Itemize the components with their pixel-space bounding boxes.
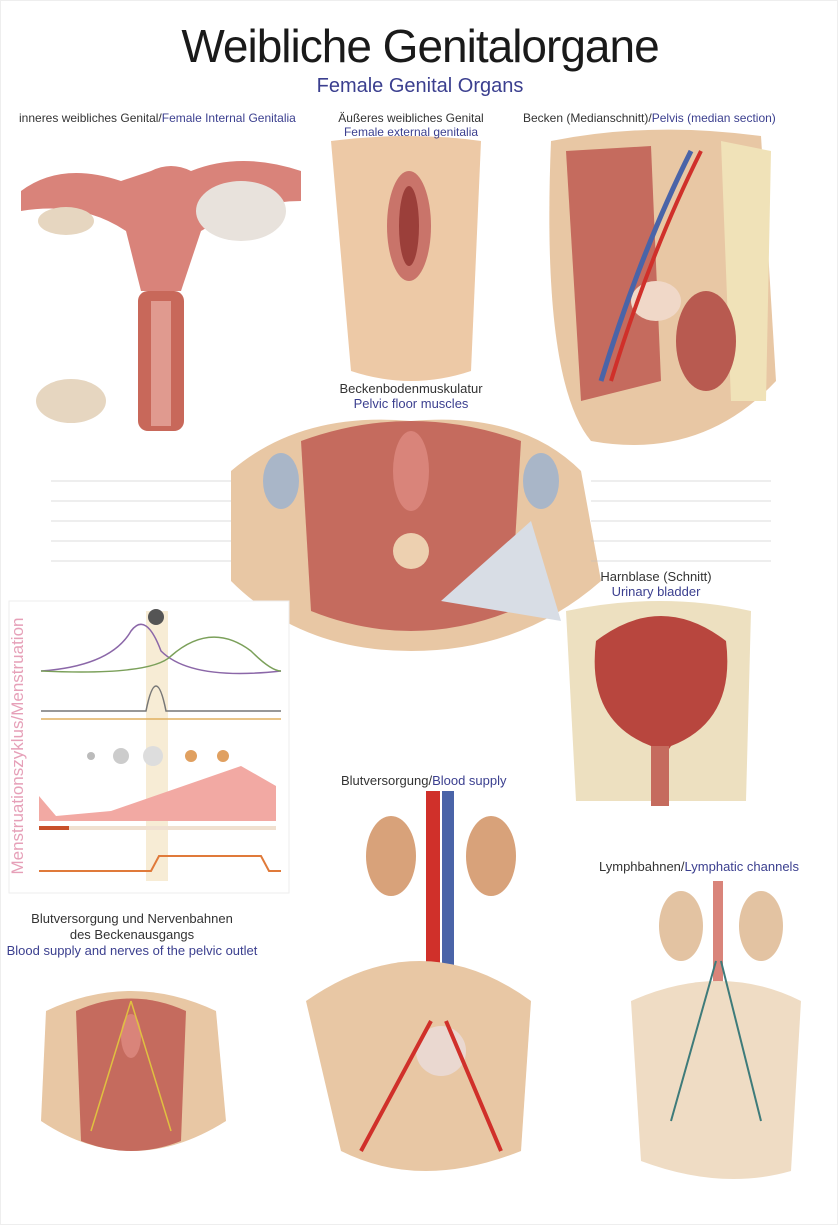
heading-de: Blutversorgung/ [341,773,433,788]
heading-en: Female Internal Genitalia [161,111,296,125]
heading-de: Becken (Medianschnitt)/ [523,111,652,125]
pelvis-section-illustration [549,129,776,446]
heading-de: Harnblase (Schnitt) [600,569,712,584]
heading-lymphatic-channels: Lymphbahnen/Lymphatic channels [599,859,799,874]
urinary-bladder-illustration [566,601,751,806]
heading-de: inneres weibliches Genital/ [19,111,162,125]
menstrual-cycle-chart [8,600,290,894]
external-genitalia-illustration [331,136,481,381]
heading-en: Lymphatic channels [684,859,799,874]
heading-en: Female external genitalia [343,125,479,139]
internal-genitalia-illustration [21,161,301,431]
heading-en: Pelvic floor muscles [353,396,469,411]
heading-internal-genitalia: inneres weibliches Genital/Female Intern… [19,111,296,125]
heading-de: Beckenbodenmuskulatur [339,381,483,396]
heading-en: Urinary bladder [611,584,701,599]
heading-en: Blood supply [432,773,507,788]
heading-menstruation: Menstruationszyklus/Menstruation [8,617,27,875]
lymphatic-channels-illustration [631,881,801,1179]
heading-urinary-bladder: Harnblase (Schnitt)Urinary bladder [586,569,726,599]
poster-subtitle: Female Genital Organs [316,75,524,97]
heading-blood-supply: Blutversorgung/Blood supply [341,773,507,788]
pelvic-floor-illustration [231,419,601,651]
pelvic-outlet-illustration [41,991,226,1151]
heading-de: Lymphbahnen/ [599,859,685,874]
poster-title: Weibliche Genitalorgane [181,20,659,72]
label-leader-lines [51,480,771,562]
heading-de-line2: des Beckenausgangs [69,927,195,942]
heading-en: Blood supply and nerves of the pelvic ou… [6,943,258,958]
heading-pelvis: Becken (Medianschnitt)/Pelvis (median se… [523,111,776,125]
blood-supply-illustration [306,791,531,1171]
heading-de: Äußeres weibliches Genital [338,111,484,125]
heading-de-line1: Blutversorgung und Nervenbahnen [31,911,233,926]
heading-en: Pelvis (median section) [651,111,776,125]
